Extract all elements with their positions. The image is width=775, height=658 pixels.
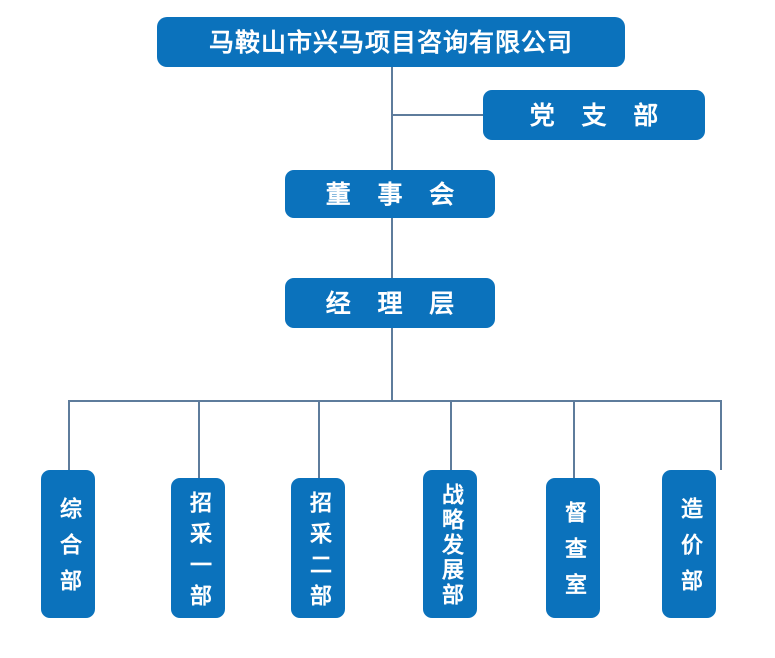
node-department-general-affairs[interactable]: 综合部: [41, 470, 95, 618]
connector-drop-dept-3: [318, 400, 320, 478]
department-label: 综合部: [56, 497, 81, 605]
connector-drop-dept-4: [450, 400, 452, 470]
node-department-procurement-2[interactable]: 招采二部: [291, 478, 345, 618]
connector-company-to-party: [391, 114, 485, 116]
connector-company-trunk: [391, 67, 393, 170]
connector-drop-dept-1: [68, 400, 70, 470]
department-label: 督查室: [561, 501, 586, 609]
node-department-procurement-1[interactable]: 招采一部: [171, 478, 225, 618]
connector-drop-dept-2: [198, 400, 200, 478]
node-company[interactable]: 马鞍山市兴马项目咨询有限公司: [157, 17, 625, 67]
node-board-of-directors[interactable]: 董 事 会: [285, 170, 495, 218]
department-label: 招采一部: [186, 490, 211, 615]
connector-drop-dept-6: [720, 400, 722, 470]
node-management-layer[interactable]: 经 理 层: [285, 278, 495, 328]
department-label: 造价部: [677, 497, 702, 605]
connector-department-bus: [68, 400, 721, 402]
connector-management-trunk: [391, 328, 393, 401]
node-department-supervision-office[interactable]: 督查室: [546, 478, 600, 618]
node-department-strategic-development[interactable]: 战略发展部: [423, 470, 477, 618]
department-label: 战略发展部: [438, 483, 463, 608]
connector-board-to-management: [391, 218, 393, 278]
connector-drop-dept-5: [573, 400, 575, 478]
node-department-cost-estimation[interactable]: 造价部: [662, 470, 716, 618]
node-party-branch[interactable]: 党 支 部: [483, 90, 705, 140]
department-label: 招采二部: [306, 490, 331, 615]
